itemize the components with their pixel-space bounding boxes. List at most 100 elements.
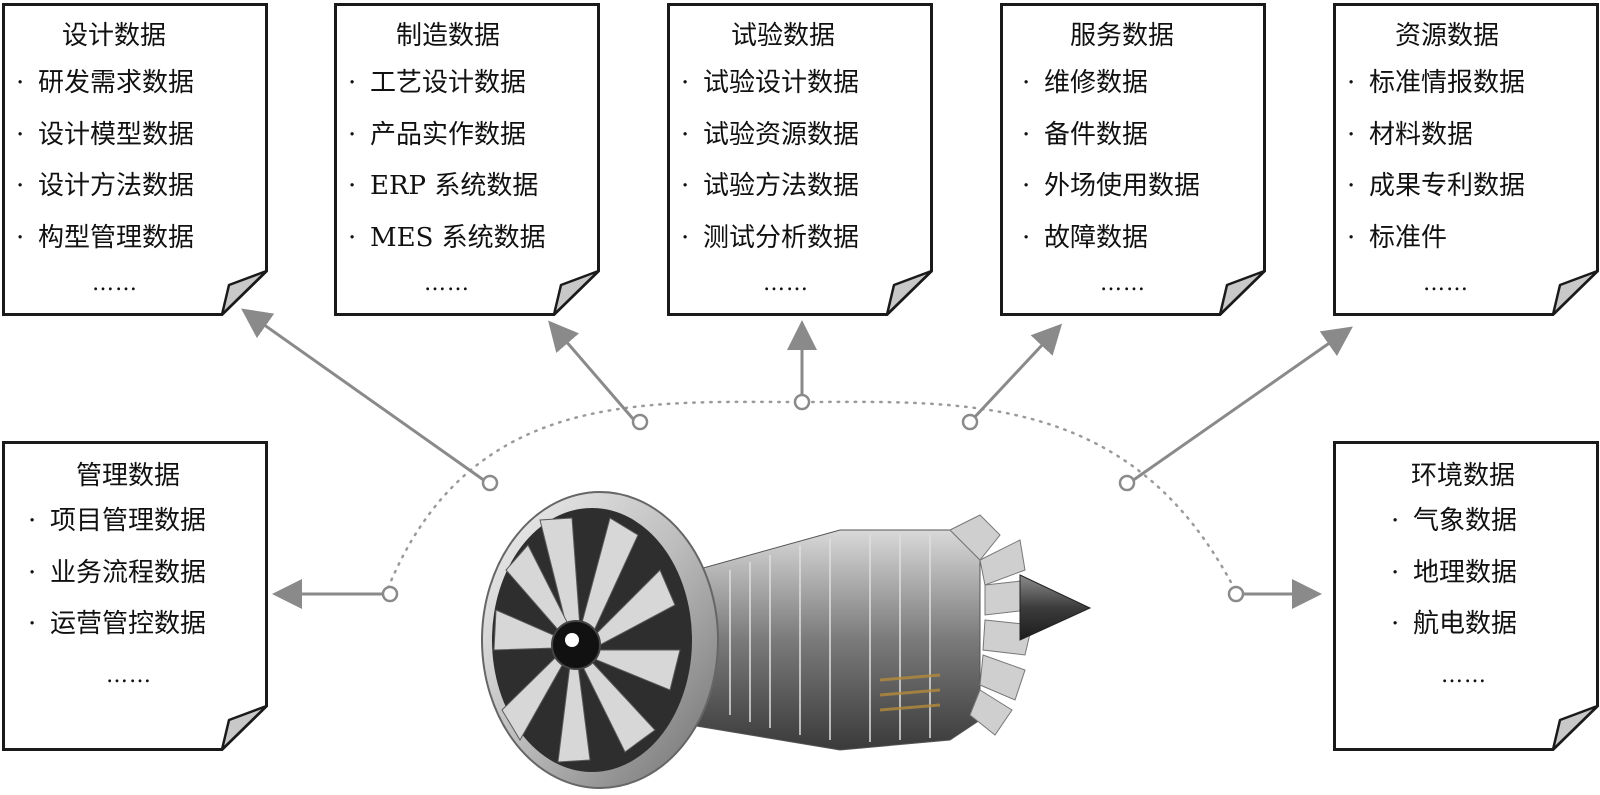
document-frame-icon [667, 3, 933, 316]
ellipsis: …… [424, 271, 470, 296]
bullet-icon: · [1347, 68, 1356, 98]
bullet-icon: · [1022, 171, 1031, 201]
bullet-icon: · [1347, 222, 1356, 253]
bullet-icon: · [16, 222, 25, 253]
list-item: ·MES 系统数据 [348, 213, 546, 265]
card-item-list: ·维修数据 ·备件数据 ·外场使用数据 ·故障数据 [1022, 58, 1200, 264]
node-resource [1118, 474, 1136, 492]
node-service [961, 413, 979, 431]
node-design [481, 474, 499, 492]
list-item: ·成果专利数据 [1347, 161, 1525, 213]
list-item: ·试验设计数据 [681, 58, 859, 110]
bullet-icon: · [1022, 68, 1031, 98]
list-item: ·试验方法数据 [681, 161, 859, 213]
card-management: 管理数据 ·项目管理数据 ·业务流程数据 ·运营管控数据 …… [2, 441, 268, 751]
bullet-icon: · [348, 119, 357, 150]
bullet-icon: · [1391, 557, 1400, 588]
ellipsis: …… [1441, 663, 1487, 688]
node-management [381, 585, 399, 603]
bullet-icon: · [16, 171, 25, 201]
card-title: 环境数据 [1411, 461, 1516, 491]
bullet-icon: · [1022, 222, 1031, 253]
bullet-icon: · [348, 222, 357, 253]
card-item-list: ·气象数据 ·地理数据 ·航电数据 [1391, 496, 1517, 651]
bullet-icon: · [16, 68, 25, 98]
card-resource: 资源数据 ·标准情报数据 ·材料数据 ·成果专利数据 ·标准件 …… [1333, 3, 1599, 316]
card-title: 设计数据 [62, 21, 167, 51]
arrow-to-resource [1131, 326, 1353, 483]
dotted-arc [386, 400, 1236, 590]
card-title: 制造数据 [396, 21, 501, 51]
card-test: 试验数据 ·试验设计数据 ·试验资源数据 ·试验方法数据 ·测试分析数据 …… [667, 3, 933, 316]
bullet-icon: · [28, 506, 37, 536]
list-item: ·构型管理数据 [16, 213, 194, 265]
list-item: ·业务流程数据 [28, 548, 206, 600]
bullet-icon: · [16, 119, 25, 150]
list-item: ·气象数据 [1391, 496, 1517, 548]
card-service: 服务数据 ·维修数据 ·备件数据 ·外场使用数据 ·故障数据 …… [1000, 3, 1266, 316]
list-item: ·标准件 [1347, 213, 1525, 265]
bullet-icon: · [1022, 119, 1031, 150]
card-item-list: ·标准情报数据 ·材料数据 ·成果专利数据 ·标准件 [1347, 58, 1525, 264]
bullet-icon: · [681, 171, 690, 201]
document-frame-icon [1000, 3, 1266, 316]
bullet-icon: · [348, 68, 357, 98]
list-item: ·备件数据 [1022, 110, 1200, 162]
list-item: ·维修数据 [1022, 58, 1200, 110]
bullet-icon: · [1391, 609, 1400, 639]
ellipsis: …… [763, 271, 809, 296]
node-test [793, 393, 811, 411]
list-item: ·故障数据 [1022, 213, 1200, 265]
card-item-list: ·研发需求数据 ·设计模型数据 ·设计方法数据 ·构型管理数据 [16, 58, 194, 264]
list-item: ·地理数据 [1391, 548, 1517, 600]
bullet-icon: · [681, 68, 690, 98]
list-item: ·航电数据 [1391, 599, 1517, 651]
bullet-icon: · [348, 171, 357, 201]
card-item-list: ·项目管理数据 ·业务流程数据 ·运营管控数据 [28, 496, 206, 651]
list-item: ·试验资源数据 [681, 110, 859, 162]
ellipsis: …… [92, 271, 138, 296]
card-environment: 环境数据 ·气象数据 ·地理数据 ·航电数据 …… [1333, 441, 1599, 751]
ellipsis: …… [1423, 271, 1469, 296]
arrow-to-manufacture [548, 320, 636, 421]
card-title: 资源数据 [1395, 21, 1500, 51]
document-frame-icon [2, 441, 268, 751]
bullet-icon: · [681, 119, 690, 150]
list-item: ·产品实作数据 [348, 110, 546, 162]
bullet-icon: · [1347, 119, 1356, 150]
card-title: 试验数据 [731, 21, 836, 51]
list-item: ·研发需求数据 [16, 58, 194, 110]
list-item: ·外场使用数据 [1022, 161, 1200, 213]
ellipsis: …… [1100, 271, 1146, 296]
document-frame-icon [334, 3, 600, 316]
node-manufacture [631, 413, 649, 431]
bullet-icon: · [1391, 506, 1400, 536]
card-item-list: ·试验设计数据 ·试验资源数据 ·试验方法数据 ·测试分析数据 [681, 58, 859, 264]
document-frame-icon [1333, 3, 1599, 316]
list-item: ·测试分析数据 [681, 213, 859, 265]
arrow-to-service [970, 323, 1063, 422]
card-manufacture: 制造数据 ·工艺设计数据 ·产品实作数据 ·ERP 系统数据 ·MES 系统数据… [334, 3, 600, 316]
bullet-icon: · [28, 609, 37, 639]
card-item-list: ·工艺设计数据 ·产品实作数据 ·ERP 系统数据 ·MES 系统数据 [348, 58, 546, 264]
ellipsis: …… [106, 663, 152, 688]
list-item: ·标准情报数据 [1347, 58, 1525, 110]
list-item: ·项目管理数据 [28, 496, 206, 548]
list-item: ·设计方法数据 [16, 161, 194, 213]
turbofan-engine-image [481, 491, 1092, 789]
node-environment [1227, 585, 1245, 603]
bullet-icon: · [1347, 171, 1356, 201]
document-frame-icon [2, 3, 268, 316]
bullet-icon: · [681, 222, 690, 253]
list-item: ·设计模型数据 [16, 110, 194, 162]
list-item: ·ERP 系统数据 [348, 161, 546, 213]
card-design: 设计数据 ·研发需求数据 ·设计模型数据 ·设计方法数据 ·构型管理数据 …… [2, 3, 268, 316]
card-title: 服务数据 [1070, 21, 1175, 51]
card-title: 管理数据 [76, 461, 181, 491]
list-item: ·工艺设计数据 [348, 58, 546, 110]
list-item: ·材料数据 [1347, 110, 1525, 162]
list-item: ·运营管控数据 [28, 599, 206, 651]
arrow-to-design [241, 308, 486, 483]
bullet-icon: · [28, 557, 37, 588]
